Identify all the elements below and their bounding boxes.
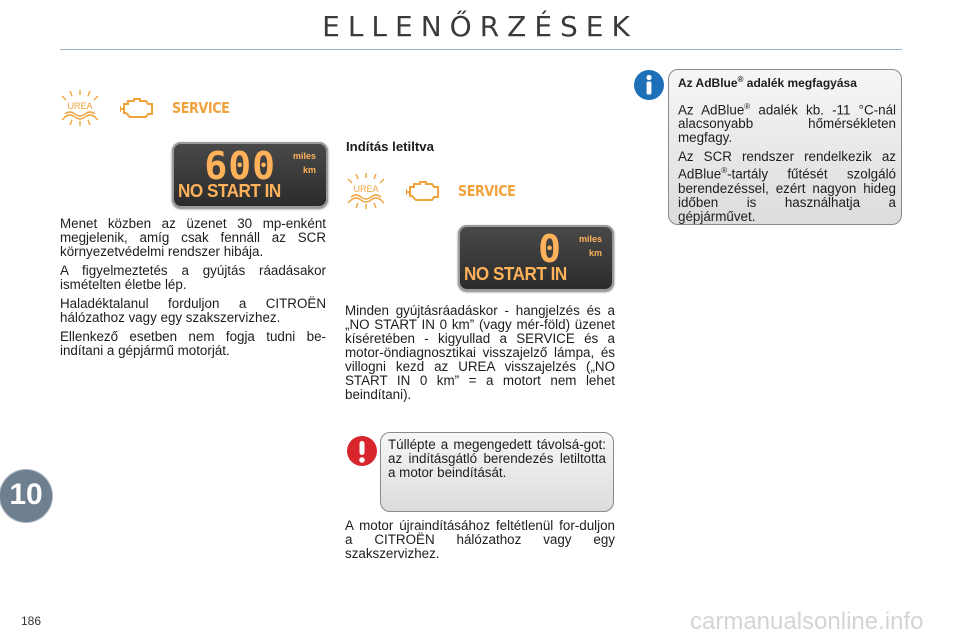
paragraph: A motor újraindításához feltétlenül for-… [345, 518, 615, 561]
info-text: Az AdBlue® adalék kb. -11 °C-nál alacson… [678, 100, 896, 229]
service-label: SERVICE [172, 99, 230, 117]
page-number: 186 [21, 614, 42, 628]
urea-warning-icon: UREA [60, 90, 100, 126]
service-label: SERVICE [458, 182, 516, 200]
chapter-tab[interactable]: 10 [0, 470, 52, 522]
display-0: 0 miles km NO START IN [458, 225, 614, 291]
warning-icons-center: UREA SERVICE [346, 173, 526, 209]
display-600: 600 miles km NO START IN [172, 142, 328, 208]
section-heading: Indítás letiltva [346, 139, 434, 154]
watermark: carmanualsonline.info [690, 608, 924, 635]
paragraph: Az SCR rendszer rendelkezik az AdBlue®-t… [678, 149, 896, 224]
paragraph: Az AdBlue® adalék kb. -11 °C-nál alacson… [678, 102, 896, 146]
exclamation-icon [347, 436, 377, 466]
engine-check-icon [120, 98, 153, 118]
display-message: NO START IN [178, 181, 281, 201]
chapter-number: 10 [9, 478, 43, 511]
alert-box: Túllépte a megengedett távolsá-got: az i… [380, 432, 614, 512]
center-bottom-paragraph: A motor újraindításához feltétlenül for-… [345, 519, 615, 566]
info-box: Az AdBlue® adalék megfagyása Az AdBlue® … [668, 69, 902, 225]
paragraph: Haladéktalanul forduljon a CITROËN hálóz… [60, 296, 326, 325]
left-column-text: Menet közben az üzenet 30 mp-enként megj… [60, 217, 326, 363]
engine-check-icon [406, 181, 439, 201]
center-paragraph: Minden gyújtásráadáskor - hangjelzés és … [345, 304, 615, 407]
display-unit-km: km [588, 248, 602, 258]
display-value: 600 [204, 144, 276, 188]
title-divider [60, 49, 902, 50]
alert-text: Túllépte a megengedett távolsá-got: az i… [388, 437, 606, 480]
warning-icons-left: UREA SERVICE [60, 90, 240, 126]
urea-warning-icon: UREA [346, 173, 386, 209]
display-value: 0 [538, 227, 562, 271]
display-unit-miles: miles [292, 151, 316, 161]
paragraph: Ellenkező esetben nem fogja tudni be-ind… [60, 329, 326, 358]
paragraph: A figyelmeztetés a gyújtás ráadásakor is… [60, 263, 326, 292]
display-unit-miles: miles [578, 234, 602, 244]
info-heading: Az AdBlue® adalék megfagyása [678, 75, 857, 90]
urea-label: UREA [353, 184, 378, 194]
urea-label: UREA [67, 101, 92, 111]
info-icon [634, 70, 664, 100]
display-unit-km: km [302, 165, 316, 175]
paragraph: Minden gyújtásráadáskor - hangjelzés és … [345, 303, 615, 402]
display-message: NO START IN [464, 264, 567, 284]
paragraph: Menet közben az üzenet 30 mp-enként megj… [60, 216, 326, 259]
page-title: ELLENŐRZÉSEK [322, 10, 638, 43]
